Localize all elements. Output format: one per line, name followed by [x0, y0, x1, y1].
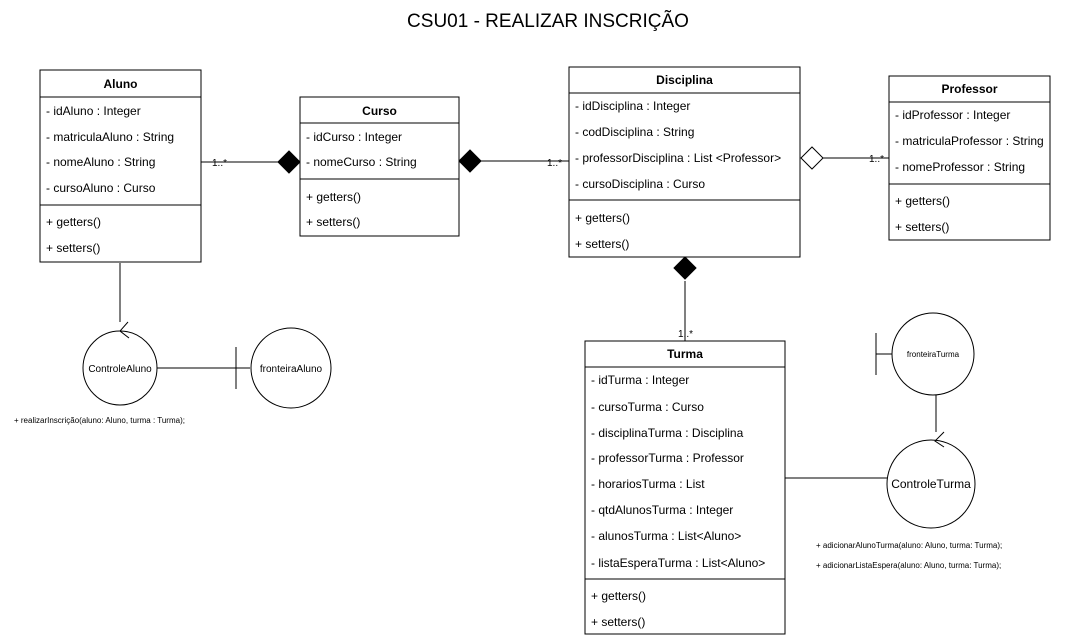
- operation-note-controle-turma: + adicionarListaEspera(aluno: Aluno, tur…: [816, 561, 1001, 570]
- boundary-circle: [250, 327, 332, 409]
- attribute: - nomeAluno : String: [46, 155, 155, 169]
- class-disciplina[interactable]: Disciplina - idDisciplina : Integer - co…: [568, 66, 801, 258]
- method: + getters(): [306, 190, 361, 204]
- class-name: Aluno: [104, 77, 138, 91]
- class-box: [39, 69, 202, 263]
- boundary-label: fronteiraTurma: [907, 350, 960, 359]
- control-arrow-icon: [119, 321, 130, 339]
- boundary-circle: [891, 312, 975, 396]
- method: + setters(): [895, 220, 949, 234]
- composition-diamond-curso-aluno: [277, 150, 301, 174]
- operation-note-controle-aluno: + realizarInscrição(aluno: Aluno, turma …: [14, 416, 185, 425]
- class-turma[interactable]: Turma - idTurma : Integer - cursoTurma :…: [584, 340, 786, 635]
- boundary-fronteira-turma[interactable]: fronteiraTurma: [875, 312, 975, 396]
- attribute: - matriculaAluno : String: [46, 130, 174, 144]
- diagram-title: CSU01 - REALIZAR INSCRIÇÃO: [407, 10, 689, 32]
- class-name: Curso: [362, 104, 397, 118]
- attribute: - professorTurma : Professor: [591, 451, 744, 465]
- class-aluno[interactable]: Aluno - idAluno : Integer - matriculaAlu…: [39, 69, 202, 263]
- control-label: ControleAluno: [88, 364, 152, 375]
- attribute: - cursoAluno : Curso: [46, 181, 156, 195]
- control-circle: [886, 439, 976, 529]
- control-controle-turma[interactable]: ControleTurma: [886, 431, 976, 529]
- attribute: - idTurma : Integer: [591, 373, 689, 387]
- boundary-label: fronteiraAluno: [260, 364, 323, 375]
- attribute: - idDisciplina : Integer: [575, 99, 690, 113]
- class-box: [299, 96, 460, 237]
- method: + setters(): [591, 615, 645, 629]
- class-name: Disciplina: [656, 73, 713, 87]
- method: + setters(): [306, 215, 360, 229]
- class-name: Professor: [941, 82, 997, 96]
- control-label: ControleTurma: [891, 477, 971, 491]
- composition-diamond-curso-disciplina: [458, 149, 482, 173]
- attribute: - alunosTurma : List<Aluno>: [591, 529, 741, 543]
- associations: [119, 157, 937, 479]
- aggregation-diamond-disciplina-professor: [800, 146, 824, 170]
- multiplicity-disciplina-professor: 1..*: [869, 154, 884, 165]
- operation-note-controle-turma: + adicionarAlunoTurma(aluno: Aluno, turm…: [816, 541, 1002, 550]
- attribute: - nomeProfessor : String: [895, 160, 1025, 174]
- composition-diamond-disciplina-turma: [673, 256, 697, 280]
- attribute: - cursoTurma : Curso: [591, 400, 704, 414]
- class-name: Turma: [667, 347, 703, 361]
- class-curso[interactable]: Curso - idCurso : Integer - nomeCurso : …: [299, 96, 460, 237]
- attribute: - idCurso : Integer: [306, 130, 402, 144]
- control-arrow-icon: [934, 431, 945, 448]
- attribute: - professorDisciplina : List <Professor>: [575, 151, 781, 165]
- method: + getters(): [591, 589, 646, 603]
- attribute: - listaEsperaTurma : List<Aluno>: [591, 556, 765, 570]
- class-box: [568, 66, 801, 258]
- attribute: - horariosTurma : List: [591, 477, 705, 491]
- method: + getters(): [575, 211, 630, 225]
- control-controle-aluno[interactable]: ControleAluno: [82, 321, 158, 406]
- multiplicity-aluno-curso: 1..*: [212, 158, 227, 169]
- method: + setters(): [46, 241, 100, 255]
- class-box: [584, 340, 786, 635]
- method: + getters(): [46, 215, 101, 229]
- multiplicity-disciplina-turma: 1..*: [678, 329, 693, 340]
- attribute: - idProfessor : Integer: [895, 108, 1010, 122]
- class-box: [888, 75, 1051, 241]
- attribute: - nomeCurso : String: [306, 155, 417, 169]
- method: + getters(): [895, 194, 950, 208]
- attribute: - cursoDisciplina : Curso: [575, 177, 705, 191]
- attribute: - disciplinaTurma : Disciplina: [591, 426, 744, 440]
- attribute: - matriculaProfessor : String: [895, 134, 1044, 148]
- multiplicity-curso-disciplina: 1..*: [547, 158, 562, 169]
- attribute: - qtdAlunosTurma : Integer: [591, 503, 733, 517]
- boundary-fronteira-aluno[interactable]: fronteiraAluno: [235, 327, 332, 409]
- attribute: - codDisciplina : String: [575, 125, 694, 139]
- class-professor[interactable]: Professor - idProfessor : Integer - matr…: [888, 75, 1051, 241]
- method: + setters(): [575, 237, 629, 251]
- attribute: - idAluno : Integer: [46, 104, 141, 118]
